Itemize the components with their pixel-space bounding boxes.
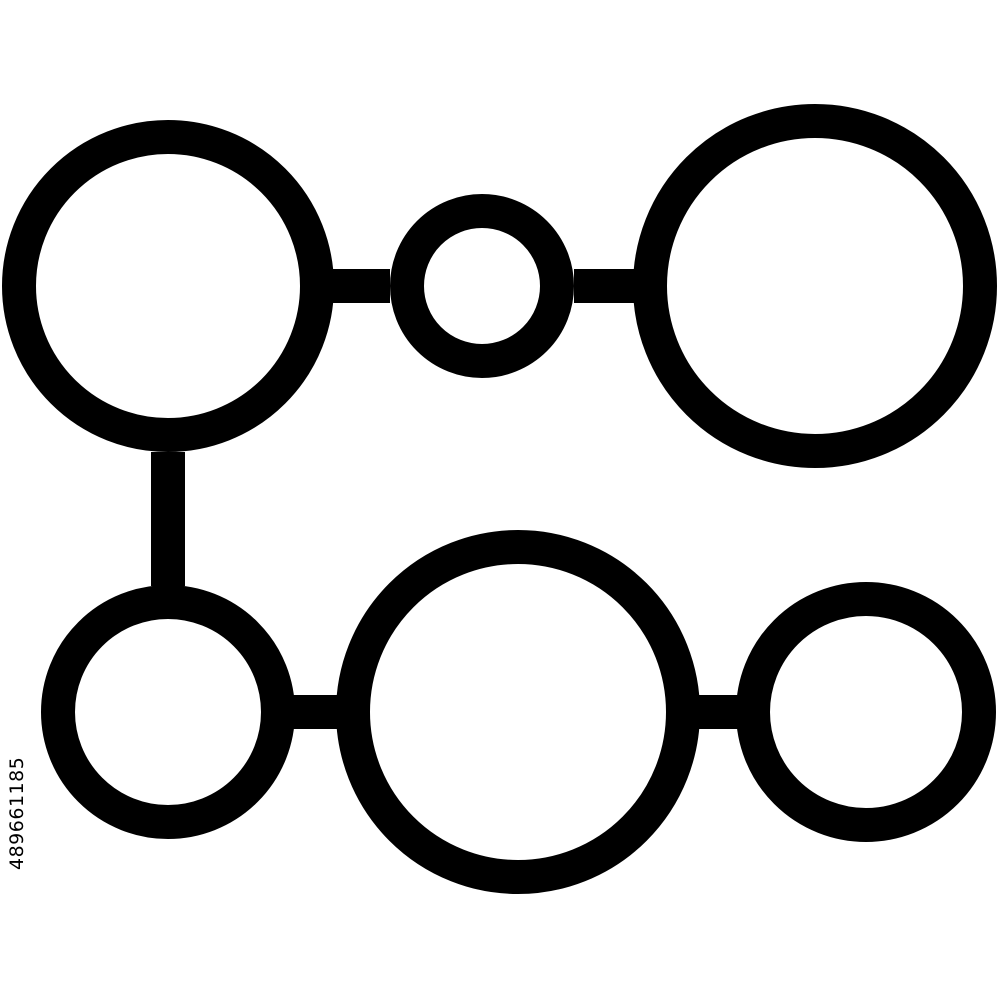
node-circle — [336, 530, 700, 894]
node-circle — [2, 120, 334, 452]
node-circle — [41, 585, 295, 839]
node-circle — [633, 104, 997, 468]
stock-id-label: 489661185 — [6, 756, 28, 870]
node-circle — [736, 582, 996, 842]
node-circle — [390, 194, 574, 378]
